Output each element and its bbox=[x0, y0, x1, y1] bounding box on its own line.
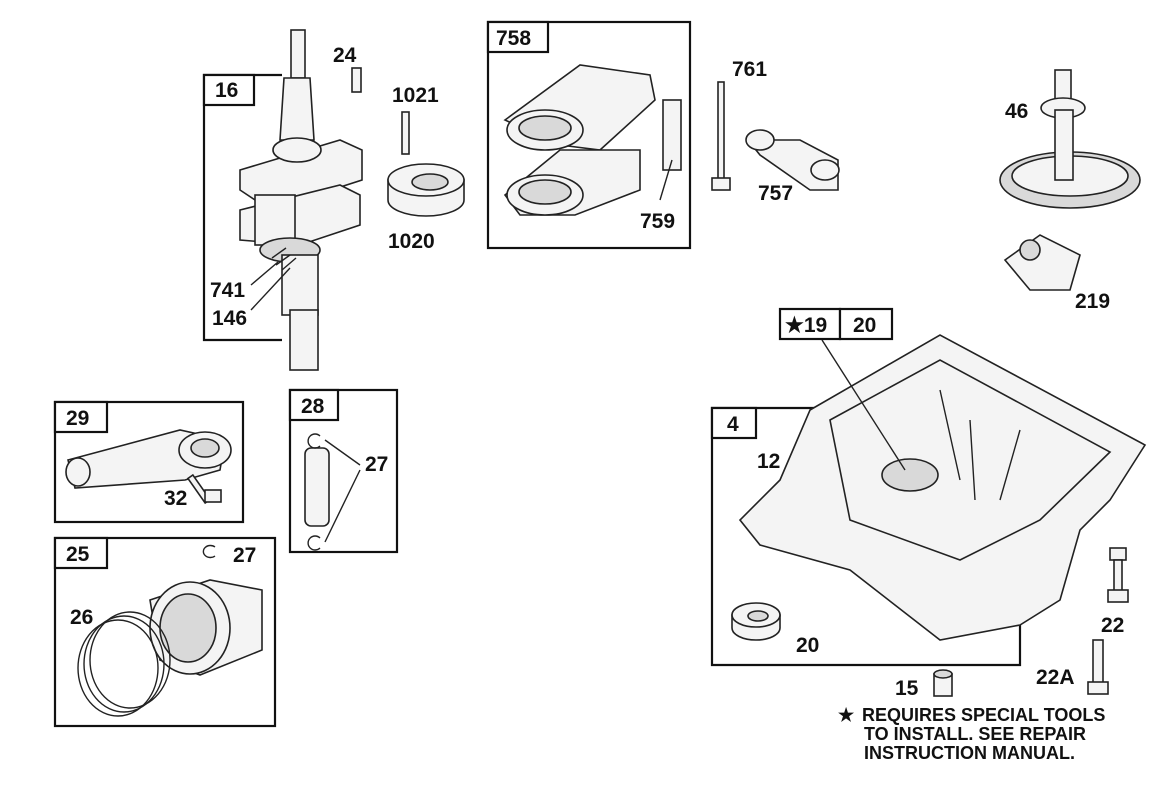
box-19-20: ★19 20 bbox=[778, 307, 894, 341]
label-32: 32 bbox=[164, 487, 187, 510]
box-16 bbox=[202, 73, 256, 107]
leader-146 bbox=[250, 267, 291, 311]
spacer-part bbox=[387, 163, 465, 217]
note-line-2: TO INSTALL. SEE REPAIR bbox=[864, 724, 1087, 744]
box-28-label: 28 bbox=[301, 395, 325, 418]
camshaft-part bbox=[999, 69, 1141, 209]
box-25-label: 25 bbox=[66, 543, 90, 566]
label-759: 759 bbox=[640, 210, 675, 233]
key-part bbox=[351, 67, 362, 93]
bolt-761-part bbox=[711, 81, 731, 191]
label-761: 761 bbox=[732, 58, 767, 81]
link-757-part bbox=[745, 129, 840, 191]
special-tools-note: ★ REQUIRES SPECIAL TOOLS TO INSTALL. SEE … bbox=[838, 706, 1105, 763]
bolt-22-part bbox=[1107, 547, 1129, 603]
sump-part bbox=[738, 334, 1147, 641]
label-27-piston: 27 bbox=[233, 544, 256, 567]
label-22a: 22A bbox=[1036, 666, 1075, 689]
bolt-22a-part bbox=[1087, 639, 1109, 695]
group-758: 758 bbox=[486, 20, 692, 250]
label-24: 24 bbox=[333, 44, 357, 67]
label-46: 46 bbox=[1005, 100, 1028, 123]
pin-part bbox=[401, 111, 410, 155]
box-4 bbox=[710, 406, 758, 440]
group-25: 25 bbox=[53, 536, 277, 728]
label-15: 15 bbox=[895, 677, 919, 700]
group-16: 16 bbox=[202, 73, 282, 342]
bolt-32-part bbox=[186, 473, 222, 505]
label-27-pin: 27 bbox=[365, 453, 388, 476]
label-26: 26 bbox=[70, 606, 93, 629]
crankcase-cover-part bbox=[503, 64, 656, 216]
oil-seal-part bbox=[731, 602, 781, 641]
connecting-rod-part bbox=[65, 429, 232, 489]
box-758 bbox=[486, 20, 550, 54]
box-29-label: 29 bbox=[66, 407, 89, 430]
star-icon: ★ bbox=[838, 705, 855, 725]
box-16-label: 16 bbox=[215, 79, 238, 102]
box-25 bbox=[53, 536, 109, 570]
leader-27-lower bbox=[324, 469, 361, 543]
leader-19 bbox=[821, 339, 906, 471]
label-20: 20 bbox=[796, 634, 819, 657]
label-757: 757 bbox=[758, 182, 793, 205]
box-4-label: 4 bbox=[727, 413, 739, 436]
box-20-label: 20 bbox=[853, 314, 876, 337]
sleeve-part bbox=[662, 99, 682, 171]
piston-rings-part bbox=[77, 611, 171, 717]
leader-27-upper bbox=[324, 439, 361, 466]
box-20 bbox=[838, 307, 894, 341]
box-28 bbox=[288, 388, 340, 422]
label-12: 12 bbox=[757, 450, 780, 473]
box-758-label: 758 bbox=[496, 27, 531, 50]
retainer-clip-lower bbox=[307, 535, 321, 551]
group-28: 28 bbox=[288, 388, 399, 554]
box-29 bbox=[53, 400, 109, 434]
label-22: 22 bbox=[1101, 614, 1124, 637]
wrist-pin-part bbox=[304, 447, 330, 527]
governor-part bbox=[1003, 234, 1081, 291]
group-29: 29 bbox=[53, 400, 245, 524]
label-1020: 1020 bbox=[388, 230, 435, 253]
label-1021: 1021 bbox=[392, 84, 439, 107]
group-4: 4 bbox=[710, 406, 1022, 667]
crankshaft-part bbox=[239, 29, 363, 371]
piston-part bbox=[149, 579, 263, 676]
note-line-1: REQUIRES SPECIAL TOOLS bbox=[862, 705, 1106, 725]
leader-759 bbox=[659, 159, 673, 201]
label-741: 741 bbox=[210, 279, 245, 302]
box-19-label: ★19 bbox=[785, 314, 827, 337]
note-line-3: INSTRUCTION MANUAL. bbox=[864, 743, 1075, 763]
label-219: 219 bbox=[1075, 290, 1110, 313]
piston-clip bbox=[202, 544, 216, 559]
label-146: 146 bbox=[212, 307, 247, 330]
leader-741 bbox=[250, 261, 279, 286]
drain-plug-part bbox=[933, 669, 953, 697]
retainer-clip-upper bbox=[307, 433, 321, 449]
